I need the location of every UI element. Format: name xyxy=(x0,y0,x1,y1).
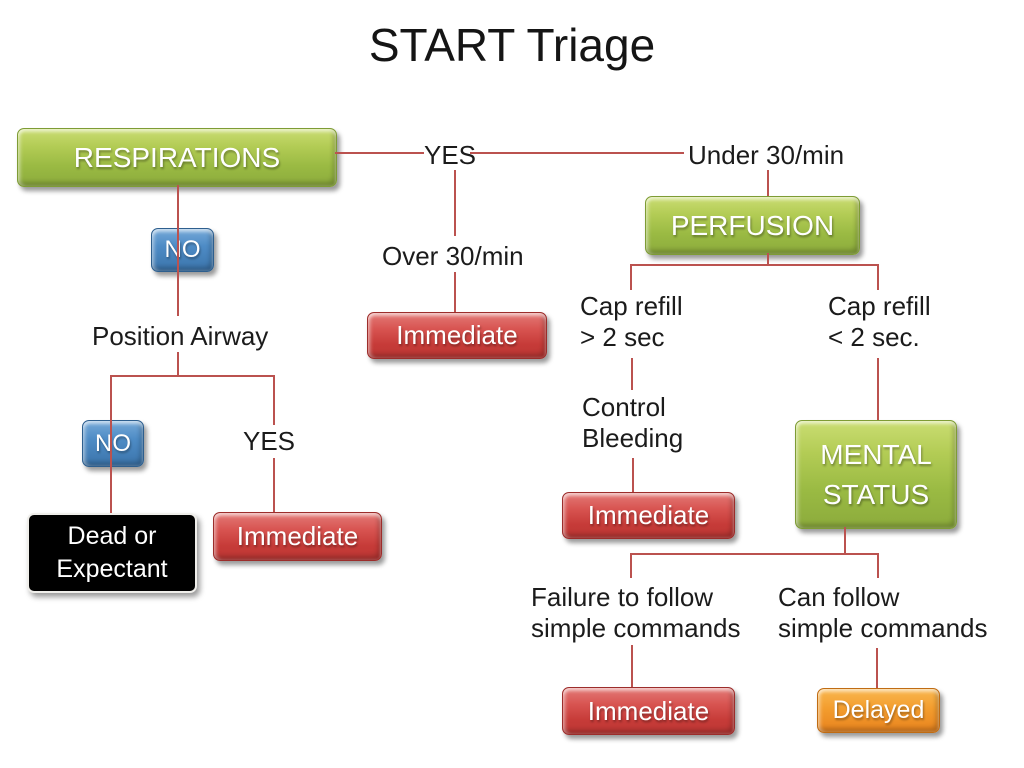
label-can-follow-commands-line2: simple commands xyxy=(778,613,988,643)
box-immediate-airway: Immediate xyxy=(213,512,382,561)
label-cap-refill-slow: Cap refill > 2 sec xyxy=(580,291,683,353)
box-mental-status-line2: STATUS xyxy=(822,478,930,510)
label-yes-airway: YES xyxy=(243,426,296,456)
box-perfusion: PERFUSION xyxy=(645,196,860,255)
label-failure-commands-line1: Failure to follow xyxy=(531,582,714,612)
label-cap-refill-fast-line1: Cap refill xyxy=(828,291,931,321)
connector-line xyxy=(273,458,275,512)
box-immediate-bleeding: Immediate xyxy=(562,492,735,539)
box-no-airway-label: NO xyxy=(95,429,131,457)
connector-line xyxy=(273,375,275,425)
box-immediate-rate-label: Immediate xyxy=(396,320,518,350)
connector-line xyxy=(454,170,456,236)
label-cap-refill-slow-line1: Cap refill xyxy=(580,291,683,321)
connector-line xyxy=(876,648,878,688)
label-cap-refill-fast-line2: < 2 sec. xyxy=(828,322,920,352)
connector-line xyxy=(335,152,424,154)
box-delayed-label: Delayed xyxy=(832,696,925,724)
label-yes-respirations: YES xyxy=(424,140,477,170)
page-title: START Triage xyxy=(368,19,656,71)
label-cap-refill-fast: Cap refill < 2 sec. xyxy=(828,291,931,353)
box-immediate-rate: Immediate xyxy=(367,312,547,359)
label-failure-commands: Failure to follow simple commands xyxy=(531,582,741,644)
label-control-bleeding-line1: Control xyxy=(582,392,666,422)
connector-line xyxy=(177,185,179,316)
box-dead-expectant: Dead or Expectant xyxy=(27,513,197,593)
box-mental-status-line1: MENTAL xyxy=(820,438,932,470)
connector-line xyxy=(177,352,179,377)
box-immediate-airway-label: Immediate xyxy=(236,521,359,551)
box-no-airway: NO xyxy=(82,420,144,467)
box-immediate-commands: Immediate xyxy=(562,687,735,735)
connector-line xyxy=(877,358,879,420)
label-cap-refill-slow-line2: > 2 sec xyxy=(580,322,665,352)
connector-line xyxy=(631,358,633,390)
connector-line xyxy=(630,553,632,578)
box-respirations: RESPIRATIONS xyxy=(17,128,337,187)
label-failure-commands-line2: simple commands xyxy=(531,613,741,643)
label-under-30: Under 30/min xyxy=(688,140,845,170)
connector-line xyxy=(110,375,112,513)
label-position-airway: Position Airway xyxy=(92,321,269,351)
connector-line xyxy=(110,375,275,377)
label-over-30: Over 30/min xyxy=(382,241,524,271)
label-can-follow-commands: Can follow simple commands xyxy=(778,582,988,644)
connector-line xyxy=(630,264,879,266)
box-immediate-commands-label: Immediate xyxy=(587,695,710,726)
connector-line xyxy=(470,152,684,154)
connector-line xyxy=(767,170,769,196)
box-mental-status: MENTAL STATUS xyxy=(795,420,957,529)
connector-line xyxy=(632,458,634,492)
label-can-follow-commands-line1: Can follow xyxy=(778,582,900,612)
box-no-respirations-label: NO xyxy=(164,236,201,263)
connector-line xyxy=(454,272,456,312)
label-control-bleeding: Control Bleeding xyxy=(582,392,683,454)
box-immediate-bleeding-label: Immediate xyxy=(587,500,710,530)
box-no-respirations: NO xyxy=(151,228,214,272)
connector-line xyxy=(630,264,632,290)
box-delayed: Delayed xyxy=(817,688,940,733)
box-respirations-label: RESPIRATIONS xyxy=(73,141,281,173)
box-perfusion-label: PERFUSION xyxy=(670,209,835,241)
box-dead-expectant-line1: Dead or xyxy=(67,522,157,550)
connector-line xyxy=(631,645,633,687)
connector-line xyxy=(630,553,879,555)
connector-line xyxy=(877,553,879,578)
label-control-bleeding-line2: Bleeding xyxy=(582,423,684,453)
connector-line xyxy=(877,264,879,290)
box-dead-expectant-line2: Expectant xyxy=(56,555,168,583)
connector-line xyxy=(844,527,846,554)
connector-line xyxy=(767,253,769,266)
